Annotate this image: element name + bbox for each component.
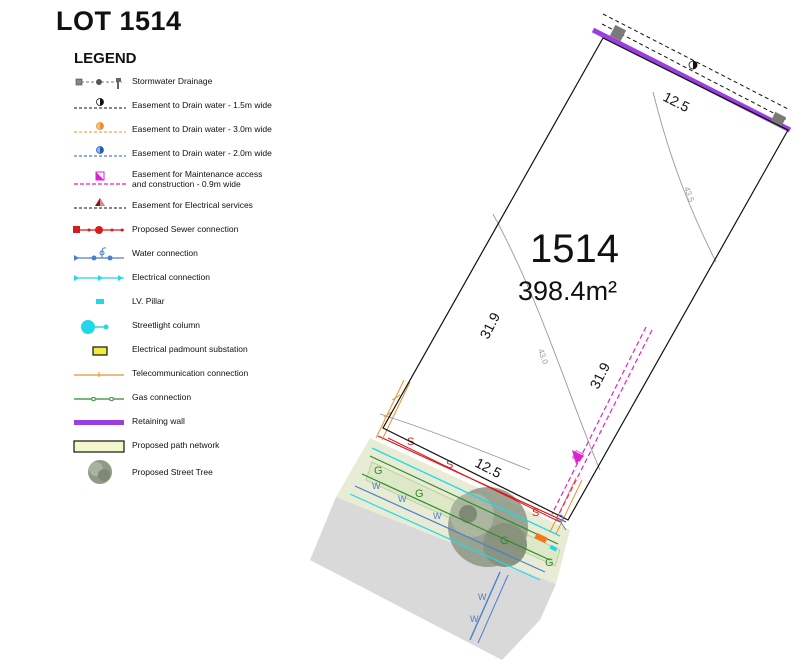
road-surface [310,497,556,660]
legend-label: Stormwater Drainage [132,76,213,86]
easement-marker-icon [688,60,698,70]
legend-heading: LEGEND [74,50,137,67]
legend-label: Easement for Maintenance access and cons… [132,169,263,189]
legend-label: Water connection [132,248,198,258]
legend-label: Electrical connection [132,272,210,282]
legend-label: Retaining wall [132,416,185,426]
contour-label: 43.5 [682,186,696,204]
water-label: W [372,481,381,491]
legend-item-retaining-wall: Retaining wall [72,413,312,433]
legend-item-easement-1-5m: Easement to Drain water - 1.5m wide [72,97,312,117]
legend-item-easement-maintenance: Easement for Maintenance access and cons… [72,169,312,199]
legend-item-easement-electrical: Easement for Electrical services [72,197,312,217]
legend-item-electrical-connection: Electrical connection [72,269,312,289]
legend-label: Easement to Drain water - 1.5m wide [132,100,272,110]
easement-maintenance-icon [572,450,584,462]
page-title: LOT 1514 [56,6,182,36]
lot-area: 398.4m² [518,276,617,306]
stormwater-drainage-icon [75,78,122,89]
legend-item-easement-2-0m: Easement to Drain water - 2.0m wide [72,145,312,165]
path-network-icon [73,440,125,453]
legend-item-padmount: Electrical padmount substation [72,341,312,361]
gas-connection-icon [74,397,124,401]
gas-label: G [415,488,424,500]
lot-number: 1514 [530,227,619,271]
dimension-right: 31.9 [586,360,613,392]
lv-pillar-icon [96,299,104,304]
water-label: W [470,614,479,624]
lv-pillar [549,544,558,552]
stormwater-pit [769,111,787,129]
gas-label: G [374,465,383,477]
retaining-wall [591,27,792,133]
water-label: W [398,494,407,504]
legend-label: Electrical padmount substation [132,344,248,354]
lot-boundary [382,37,789,521]
legend-label: Proposed path network [132,440,220,450]
easement-1-5m-icon [74,98,126,109]
legend-item-telecommunication: Telecommunication connection [72,365,312,385]
legend-item-streetlight: Streetlight column [72,317,312,337]
legend-label: Proposed Sewer connection [132,224,239,234]
legend-label: Easement to Drain water - 2.0m wide [132,148,272,158]
frontage-dimension [387,437,561,523]
dimension-left: 31.9 [476,310,503,342]
legend-item-stormwater: Stormwater Drainage [72,73,312,93]
rear-easement [601,13,791,125]
legend-label: Telecommunication connection [132,368,249,378]
legend-label: Proposed Street Tree [132,467,213,477]
easement-3-0m-icon [74,122,126,133]
water-connection-icon [74,247,124,261]
electrical-connection-icon [74,275,124,281]
easement-2-0m-icon [74,146,126,157]
water-label: W [478,592,487,602]
telecommunication-icon [74,372,124,377]
legend-item-street-tree: Proposed Street Tree [72,459,312,485]
legend-item-water: Water connection [72,245,312,265]
padmount-substation-icon [92,346,108,356]
stormwater-pit [609,24,627,42]
gas-label: G [545,557,554,569]
legend-label: Easement to Drain water - 3.0m wide [132,124,272,134]
legend-item-gas: Gas connection [72,389,312,409]
legend-label: Streetlight column [132,320,201,330]
sewer-label: S [532,507,539,519]
water-label: W [433,511,442,521]
gas-label: G [500,535,509,547]
retaining-wall-icon [74,420,124,425]
dimension-rear: 12.5 [661,88,693,115]
legend-label: Gas connection [132,392,192,402]
contour-label: 43.0 [536,348,550,366]
legend-label: Easement for Electrical services [132,200,253,210]
sewer-label: S [446,459,453,471]
sewer-connection-icon [73,226,124,234]
legend-item-lv-pillar: LV. Pillar [72,293,312,313]
telecom-pit [534,532,548,544]
legend-label: LV. Pillar [132,296,165,306]
water-connection-icon [556,514,567,531]
street-tree-icon [88,460,112,484]
streetlight-column-icon [81,320,109,334]
easement-electrical-icon [74,198,126,209]
maintenance-easement [551,326,653,517]
easement-maintenance-icon [74,171,126,185]
legend-item-easement-3-0m: Easement to Drain water - 3.0m wide [72,121,312,141]
legend-item-sewer: Proposed Sewer connection [72,221,312,241]
legend-item-path-network: Proposed path network [72,437,312,457]
